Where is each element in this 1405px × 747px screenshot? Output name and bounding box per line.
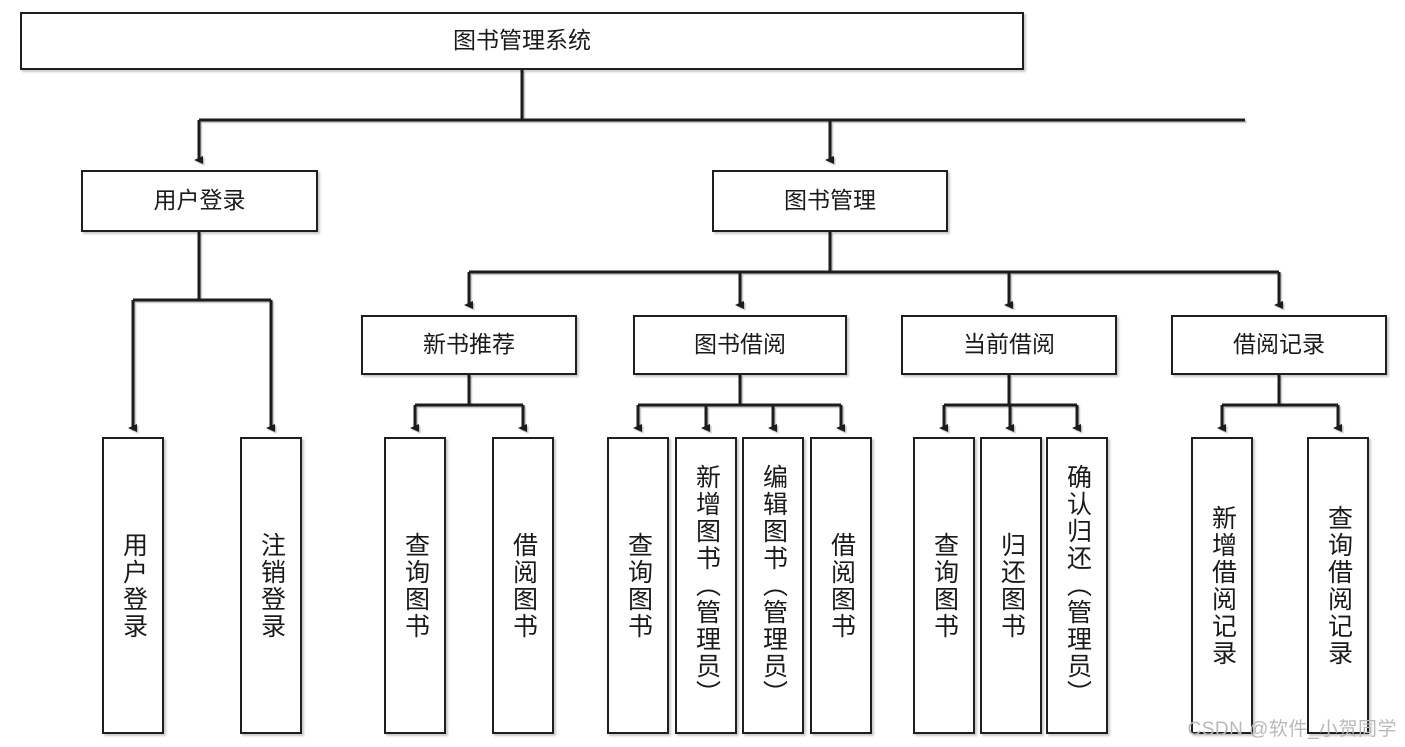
node-root-system[interactable]: 图书管理系统 bbox=[20, 12, 1024, 70]
node-label: 图书管理 bbox=[784, 187, 876, 214]
node-label: 新书推荐 bbox=[423, 331, 515, 358]
leaf-logout[interactable]: 注销登录 bbox=[240, 437, 302, 734]
node-label: 编辑图书（管理员） bbox=[759, 464, 788, 707]
leaf-query-books-current[interactable]: 查询图书 bbox=[913, 437, 975, 734]
node-label: 借阅记录 bbox=[1233, 331, 1325, 358]
node-current-borrow[interactable]: 当前借阅 bbox=[901, 315, 1117, 375]
leaf-add-book-admin[interactable]: 新增图书（管理员） bbox=[675, 437, 737, 734]
node-label: 用户登录 bbox=[119, 531, 148, 640]
leaf-query-books-recommend[interactable]: 查询图书 bbox=[384, 437, 446, 734]
node-label: 注销登录 bbox=[257, 531, 286, 640]
leaf-query-borrow-record[interactable]: 查询借阅记录 bbox=[1307, 437, 1369, 734]
node-book-borrow[interactable]: 图书借阅 bbox=[633, 315, 847, 375]
leaf-edit-book-admin[interactable]: 编辑图书（管理员） bbox=[742, 437, 804, 734]
node-borrow-records[interactable]: 借阅记录 bbox=[1171, 315, 1387, 375]
node-label: 新增借阅记录 bbox=[1208, 504, 1237, 667]
leaf-query-books-borrow[interactable]: 查询图书 bbox=[607, 437, 669, 734]
node-label: 新增图书（管理员） bbox=[692, 464, 721, 707]
node-label: 确认归还（管理员） bbox=[1063, 464, 1092, 707]
node-user-login[interactable]: 用户登录 bbox=[81, 170, 318, 232]
leaf-confirm-return-admin[interactable]: 确认归还（管理员） bbox=[1046, 437, 1108, 734]
node-label: 当前借阅 bbox=[963, 331, 1055, 358]
node-label: 图书管理系统 bbox=[453, 27, 591, 54]
node-new-book-recommendation[interactable]: 新书推荐 bbox=[361, 315, 577, 375]
leaf-user-login[interactable]: 用户登录 bbox=[102, 437, 164, 734]
node-label: 借阅图书 bbox=[509, 531, 538, 640]
node-label: 查询借阅记录 bbox=[1324, 504, 1353, 667]
leaf-add-borrow-record[interactable]: 新增借阅记录 bbox=[1191, 437, 1253, 734]
leaf-borrow-books-recommend[interactable]: 借阅图书 bbox=[492, 437, 554, 734]
leaf-borrow-books[interactable]: 借阅图书 bbox=[810, 437, 872, 734]
node-book-management[interactable]: 图书管理 bbox=[712, 170, 948, 232]
node-label: 查询图书 bbox=[930, 531, 959, 640]
node-label: 查询图书 bbox=[401, 531, 430, 640]
node-label: 图书借阅 bbox=[694, 331, 786, 358]
leaf-return-books[interactable]: 归还图书 bbox=[980, 437, 1042, 734]
node-label: 借阅图书 bbox=[827, 531, 856, 640]
node-label: 归还图书 bbox=[997, 531, 1026, 640]
node-label: 用户登录 bbox=[153, 187, 246, 214]
node-label: 查询图书 bbox=[624, 531, 653, 640]
